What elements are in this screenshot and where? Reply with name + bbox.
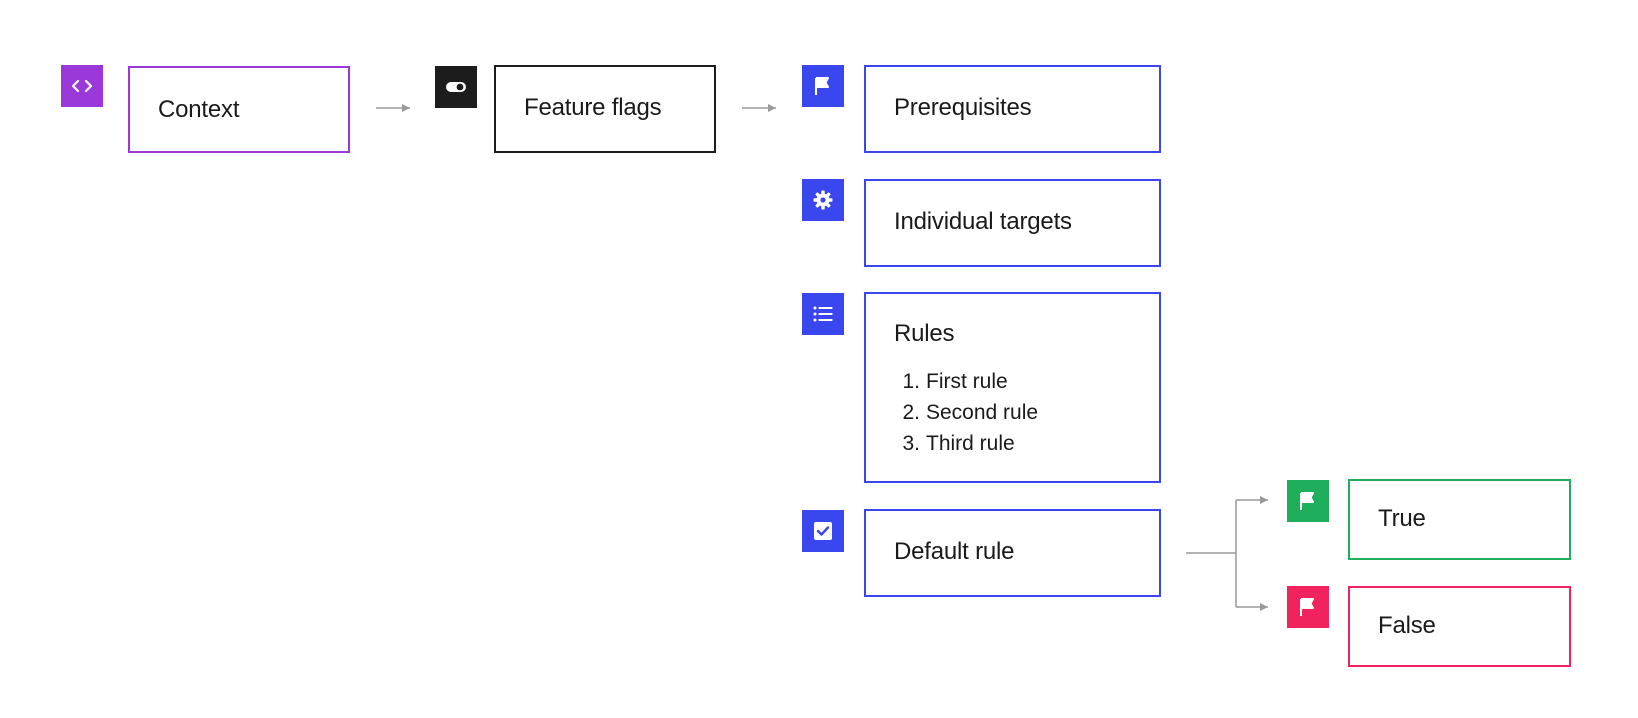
- toggle-icon: [435, 66, 477, 108]
- default-rule-label: Default rule: [894, 538, 1015, 565]
- context-label: Context: [158, 96, 240, 123]
- rule-item: 2.Second rule: [902, 401, 1039, 424]
- rule-item: 3.Third rule: [902, 432, 1015, 455]
- context-box: Context: [128, 66, 350, 153]
- gear-icon: [802, 179, 844, 221]
- flag-icon: [1287, 480, 1329, 522]
- rules-list: 1.First rule 2.Second rule 3.Third rule: [894, 366, 1038, 459]
- checkbox-icon: [802, 510, 844, 552]
- default-rule-box: Default rule: [864, 509, 1161, 597]
- false-label: False: [1378, 612, 1436, 639]
- list-icon: [802, 293, 844, 335]
- individual-targets-box: Individual targets: [864, 179, 1161, 267]
- true-box: True: [1348, 479, 1571, 560]
- flag-icon: [1287, 586, 1329, 628]
- false-box: False: [1348, 586, 1571, 667]
- code-icon: [61, 65, 103, 107]
- flag-icon: [802, 65, 844, 107]
- prerequisites-label: Prerequisites: [894, 94, 1032, 121]
- rule-item: 1.First rule: [902, 370, 1008, 393]
- prerequisites-box: Prerequisites: [864, 65, 1161, 153]
- true-label: True: [1378, 505, 1426, 532]
- rules-label: Rules: [894, 320, 955, 347]
- feature-flags-label: Feature flags: [524, 94, 662, 121]
- individual-targets-label: Individual targets: [894, 208, 1072, 235]
- feature-flags-box: Feature flags: [494, 65, 716, 153]
- rules-box: Rules 1.First rule 2.Second rule 3.Third…: [864, 292, 1161, 483]
